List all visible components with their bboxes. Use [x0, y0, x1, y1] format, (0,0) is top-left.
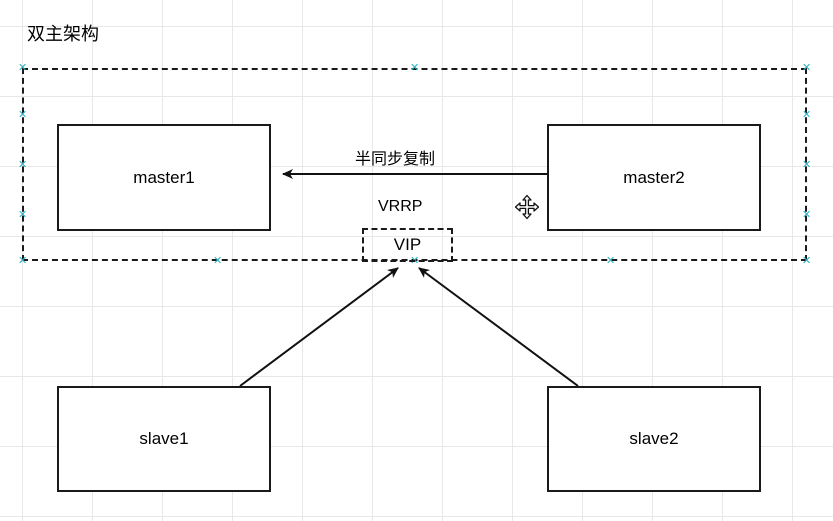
node-vip[interactable]: VIP — [362, 228, 453, 262]
label-vrrp[interactable]: VRRP — [378, 198, 423, 215]
edge-label-semisync[interactable]: 半同步复制 — [355, 151, 436, 168]
selection-handle-right-lower[interactable] — [802, 211, 811, 220]
node-slave1[interactable]: slave1 — [57, 386, 271, 492]
node-slave1-label: slave1 — [139, 429, 189, 448]
selection-handle-bottom-left-mid[interactable] — [213, 257, 222, 266]
node-master2[interactable]: master2 — [547, 124, 761, 231]
move-cursor-icon — [514, 194, 540, 220]
node-vip-label: VIP — [393, 235, 422, 254]
selection-handle-bottom-right-mid[interactable] — [606, 257, 615, 266]
node-slave2[interactable]: slave2 — [547, 386, 761, 492]
node-master1[interactable]: master1 — [57, 124, 271, 231]
selection-handle-top-right[interactable] — [802, 64, 811, 73]
edge-slave2-to-vip[interactable] — [418, 267, 579, 387]
edge-slave1-to-vip[interactable] — [239, 267, 399, 387]
selection-handle-right-upper[interactable] — [802, 111, 811, 120]
selection-handle-top-center[interactable] — [410, 64, 419, 73]
selection-handle-top-left[interactable] — [18, 64, 27, 73]
selection-handle-left-upper[interactable] — [18, 111, 27, 120]
selection-handle-right-middle[interactable] — [802, 161, 811, 170]
selection-handle-bottom-right[interactable] — [802, 257, 811, 266]
selection-handle-left-lower[interactable] — [18, 211, 27, 220]
node-slave2-label: slave2 — [629, 429, 679, 448]
node-master1-label: master1 — [133, 167, 195, 187]
node-master2-label: master2 — [623, 167, 685, 187]
page-title: 双主架构 — [27, 24, 99, 44]
selection-handle-left-middle[interactable] — [18, 161, 27, 170]
selection-handle-bottom-left[interactable] — [18, 257, 27, 266]
